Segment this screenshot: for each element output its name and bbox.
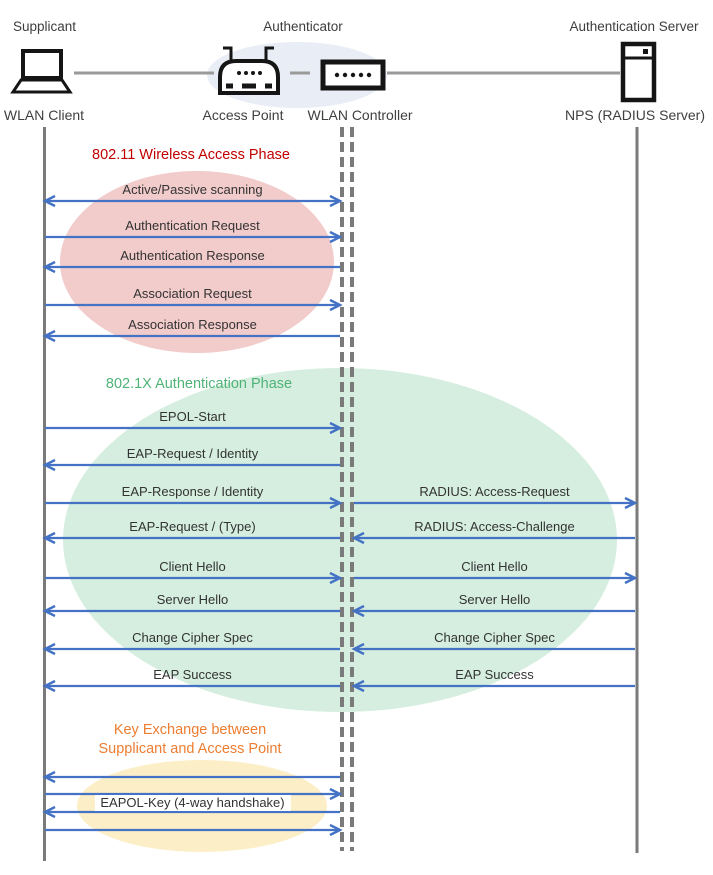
arrowhead-icon: [42, 805, 56, 819]
message-label: Authentication Request: [125, 218, 260, 233]
arrowhead-icon: [329, 496, 343, 510]
message-label: EAP Success: [455, 667, 534, 682]
arrowhead-icon: [42, 642, 56, 656]
message-label: Client Hello: [461, 559, 528, 574]
device-label-nps-radius-server: NPS (RADIUS Server): [564, 107, 706, 123]
arrowhead-icon: [42, 194, 56, 208]
message-label: Server Hello: [156, 592, 229, 607]
arrowhead-icon: [351, 642, 365, 656]
message-label: Client Hello: [159, 559, 226, 574]
arrowhead-icon: [42, 458, 56, 472]
arrowhead-icon: [329, 571, 343, 585]
arrowhead-icon: [329, 823, 343, 837]
message-label: EPOL-Start: [159, 409, 226, 424]
server-icon: [620, 41, 657, 103]
message-label: Server Hello: [458, 592, 531, 607]
message-label: RADIUS: Access-Request: [419, 484, 570, 499]
arrowhead-icon: [42, 679, 56, 693]
arrowhead-icon: [329, 787, 343, 801]
phase-title-key-exchange: Key Exchange between Supplicant and Acce…: [99, 721, 282, 759]
message-label: Association Request: [133, 286, 252, 301]
arrowhead-icon: [329, 230, 343, 244]
device-label-wlan-client: WLAN Client: [3, 107, 85, 123]
phase-title-key-exchange-line2: Supplicant and Access Point: [98, 741, 282, 757]
arrowhead-icon: [42, 604, 56, 618]
laptop-icon: [10, 49, 73, 94]
arrowhead-icon: [329, 194, 343, 208]
message-label: Change Cipher Spec: [434, 630, 555, 645]
message-label: Active/Passive scanning: [122, 182, 263, 197]
message-label: Association Response: [128, 317, 257, 332]
device-label-wlan-controller: WLAN Controller: [307, 107, 413, 123]
phase-title-80211-wireless-access: 802.11 Wireless Access Phase: [92, 147, 290, 163]
message-label: RADIUS: Access-Challenge: [414, 519, 575, 534]
wlan-controller-icon: [320, 59, 386, 91]
access-point-icon: [218, 46, 280, 95]
role-label-authenticator: Authenticator: [263, 19, 343, 34]
message-label: EAPOL-Key (4-way handshake): [94, 795, 291, 811]
role-label-supplicant: Supplicant: [13, 19, 77, 34]
arrowhead-icon: [351, 679, 365, 693]
arrowhead-icon: [42, 260, 56, 274]
message-label: Authentication Response: [120, 248, 265, 263]
message-label: EAP-Request / Identity: [126, 446, 259, 461]
arrowhead-icon: [329, 298, 343, 312]
arrowhead-icon: [42, 329, 56, 343]
message-label: EAP-Request / (Type): [129, 519, 256, 534]
phase-ellipse-wireless-access: [60, 171, 334, 353]
phase-title-8021x-authentication: 802.1X Authentication Phase: [105, 376, 293, 392]
arrowhead-icon: [351, 604, 365, 618]
message-label: EAP-Response / Identity: [121, 484, 264, 499]
arrowhead-icon: [624, 496, 638, 510]
arrowhead-icon: [329, 421, 343, 435]
message-label: Change Cipher Spec: [132, 630, 253, 645]
arrowhead-icon: [42, 770, 56, 784]
role-label-authentication-server: Authentication Server: [569, 19, 699, 34]
arrowhead-icon: [624, 571, 638, 585]
phase-title-key-exchange-line1: Key Exchange between: [113, 722, 267, 738]
message-label: EAP Success: [153, 667, 232, 682]
arrowhead-icon: [42, 531, 56, 545]
device-label-access-point: Access Point: [202, 107, 284, 123]
arrowhead-icon: [351, 531, 365, 545]
